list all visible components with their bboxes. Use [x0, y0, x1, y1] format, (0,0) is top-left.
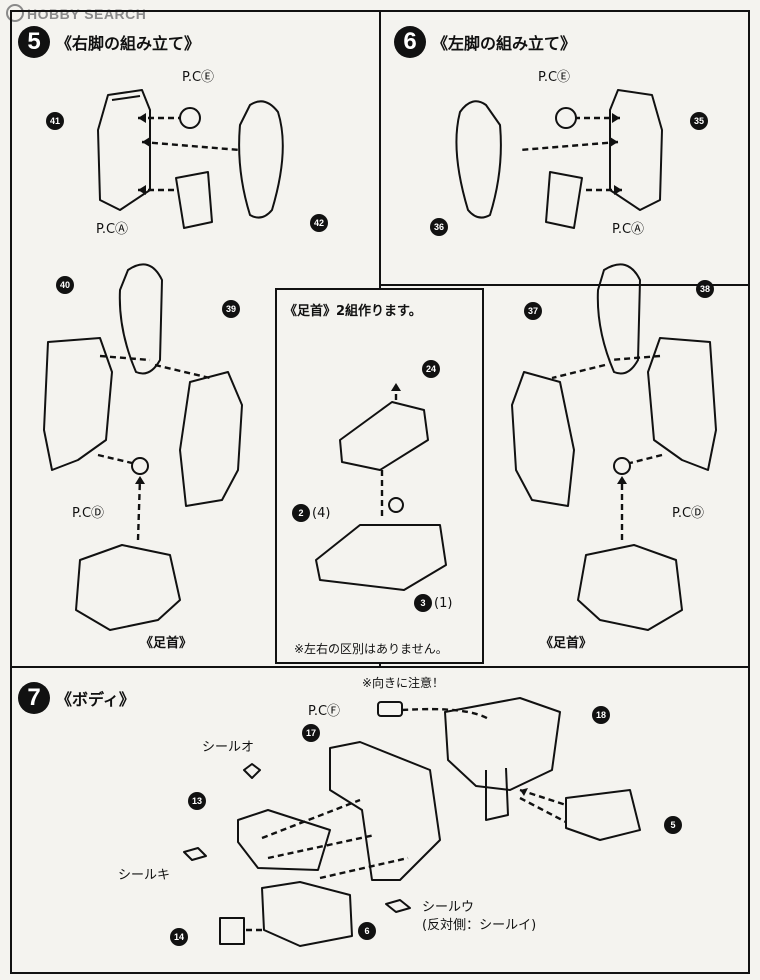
step-5-pc-d-label: P.CⒹ — [72, 506, 105, 521]
step-7-number: 7 — [18, 682, 50, 714]
ankle-box-title: 《足首》2組作ります。 — [284, 304, 422, 319]
part-number-41: 41 — [46, 112, 64, 130]
pc-e-shape — [179, 107, 201, 129]
guide-arrows — [135, 113, 627, 796]
step-7-seal-o-label: シールオ — [202, 740, 255, 755]
step-5-title: 《右脚の組み立て》 — [56, 34, 201, 53]
part-number-24: 24 — [422, 360, 440, 378]
pc-f-shape — [377, 701, 403, 717]
upper-leg-shape-6 — [596, 263, 641, 375]
step-6-pc-a-label: P.CⒶ — [612, 222, 645, 237]
part-42-shape — [238, 100, 284, 219]
watermark-logo-icon — [6, 4, 24, 22]
pc-a-shape-6 — [545, 171, 583, 229]
panel-step-7 — [10, 666, 750, 974]
pc-d-shape-6 — [613, 457, 631, 475]
step-5-pc-e-label: P.CⒺ — [182, 70, 215, 85]
step-6-heading: 6 《左脚の組み立て》 — [394, 26, 576, 58]
part-number-40: 40 — [56, 276, 74, 294]
part-40-shape — [43, 337, 113, 471]
ankle-box-note: ※左右の区別はありません。 — [294, 642, 448, 656]
part-number-35: 35 — [690, 112, 708, 130]
ankle-shape-5 — [75, 544, 181, 631]
part-38-shape — [647, 337, 717, 471]
part-17-shape — [329, 741, 441, 881]
ankle-box-part-3-label: 3 (1) — [414, 594, 452, 612]
pc-d-shape — [131, 457, 149, 475]
part-35-shape — [609, 89, 663, 211]
part-number-5: 5 — [664, 816, 682, 834]
panel-ankle — [275, 288, 484, 664]
part-number-36: 36 — [430, 218, 448, 236]
part-number-38: 38 — [696, 280, 714, 298]
part-number-2: 2 — [292, 504, 310, 522]
part-number-3: 3 — [414, 594, 432, 612]
part-number-6: 6 — [358, 922, 376, 940]
part-18-shape — [444, 697, 561, 791]
part-41-shape — [97, 89, 151, 211]
part-37-shape — [511, 371, 575, 507]
step-7-seal-ki-label: シールキ — [118, 868, 171, 883]
part-number-18: 18 — [592, 706, 610, 724]
step-7-notice: ※向きに注意！ — [362, 676, 445, 690]
step-5-number: 5 — [18, 26, 50, 58]
part-number-17: 17 — [302, 724, 320, 742]
part-number-37: 37 — [524, 302, 542, 320]
step-6-title: 《左脚の組み立て》 — [432, 34, 577, 53]
ankle-shape-6 — [577, 544, 683, 631]
part-number-39: 39 — [222, 300, 240, 318]
part-number-14: 14 — [170, 928, 188, 946]
assembly-guides — [97, 116, 663, 932]
seal-ki-shape — [183, 847, 207, 861]
seal-u-shape — [385, 899, 411, 913]
ankle-box-part-2-label: 2 (4) — [292, 504, 330, 522]
step-7-seal-u-label: シールウ — [422, 900, 475, 915]
pc-a-shape — [175, 171, 213, 229]
step-6-number: 6 — [394, 26, 426, 58]
step-7-title: 《ボディ》 — [56, 690, 135, 709]
step-6-pc-e-label: P.CⒺ — [538, 70, 571, 85]
part-36-shape — [455, 100, 502, 219]
pc-e-shape-6 — [555, 107, 577, 129]
step-6-ankle-label: 《足首》 — [540, 636, 593, 651]
part-6-shape — [261, 881, 353, 947]
seal-o-shape — [243, 763, 261, 779]
part-number-42: 42 — [310, 214, 328, 232]
part-5-shape — [565, 789, 641, 841]
step-7-pc-f-label: P.CⒻ — [308, 704, 341, 719]
panel-step-6 — [379, 10, 750, 286]
step-5-ankle-label: 《足首》 — [140, 636, 193, 651]
step-6-pc-d-label: P.CⒹ — [672, 506, 705, 521]
part-14-shape — [219, 917, 245, 945]
step-7-seal-note: (反対側：シールイ) — [422, 918, 537, 933]
part-39-shape — [179, 371, 243, 507]
part-24-shape — [339, 401, 429, 471]
upper-leg-shape — [118, 263, 163, 375]
part-13-shape — [237, 809, 331, 871]
step-5-pc-a-label: P.CⒶ — [96, 222, 129, 237]
step-5-heading: 5 《右脚の組み立て》 — [18, 26, 200, 58]
step-7-heading: 7 《ボディ》 — [18, 682, 135, 714]
part-number-13: 13 — [188, 792, 206, 810]
ankle-base-shape — [315, 524, 447, 591]
